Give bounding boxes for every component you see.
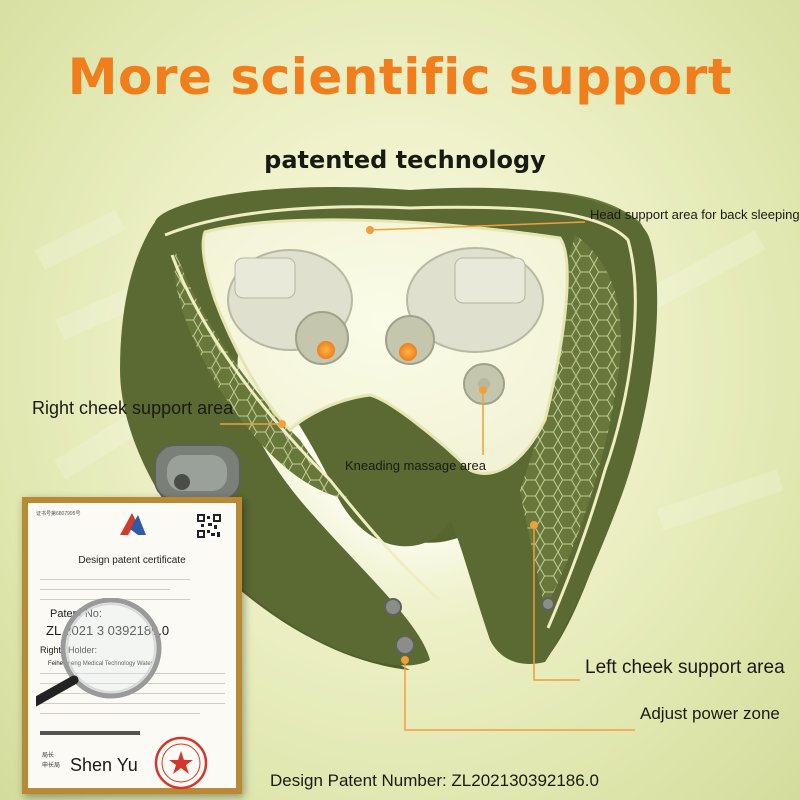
official-seal-icon [154,736,208,790]
callout-dots [278,226,538,664]
certificate-text-line [40,673,225,674]
pillow-piping-left [170,254,441,602]
callout-lines [220,221,635,731]
certificate-barcode [40,731,140,735]
adjust-button-2 [395,635,415,655]
right-mesh-pattern [520,235,621,610]
adjust-button-3 [541,597,555,611]
background-stripes [35,210,784,531]
cnipa-logo [120,513,146,535]
certificate-role-2: 申长局 [42,763,61,769]
massage-head-left [227,249,353,365]
certificate-patent-value: ZL 2021 3 0392186.0 [46,623,169,638]
certificate-holder-value: Feihe zheng Medical Technology Water [48,661,153,667]
certificate-role-1: 局长 [42,753,55,759]
certificate-signature: Shen Yu [70,755,138,775]
certificate-holder-label: Rights Holder: [40,645,97,655]
label-adjust-power: Adjust power zone [640,704,780,723]
certificate-paper: 证书号第6807995号 Design patent certificate [28,503,236,790]
control-panel [154,444,241,501]
label-right-cheek: Right cheek support area [32,398,234,418]
certificate-text-line [40,703,225,704]
certificate-text-line [40,683,225,684]
certificate-text-line [40,589,170,590]
certificate-text-line [40,713,200,714]
label-patent-number: Design Patent Number: ZL202130392186.0 [270,771,599,790]
qr-code-icon [196,513,222,539]
adjust-button-1 [384,598,402,616]
label-kneading: Kneading massage area [345,458,486,473]
label-head-support: Head support area for back sleeping [590,207,800,222]
patent-certificate: 证书号第6807995号 Design patent certificate [22,497,242,794]
massage-head-right [385,247,544,405]
magnifier-icon [36,598,162,707]
certificate-text-line [40,579,190,580]
label-left-cheek: Left cheek support area [585,657,785,678]
headline: More scientific support [67,48,733,106]
certificate-title: Design patent certificate [78,555,186,566]
pillow-piping [164,205,637,629]
certificate-serial: 证书号第6807995号 [36,511,81,517]
subheadline: patented technology [264,146,546,174]
